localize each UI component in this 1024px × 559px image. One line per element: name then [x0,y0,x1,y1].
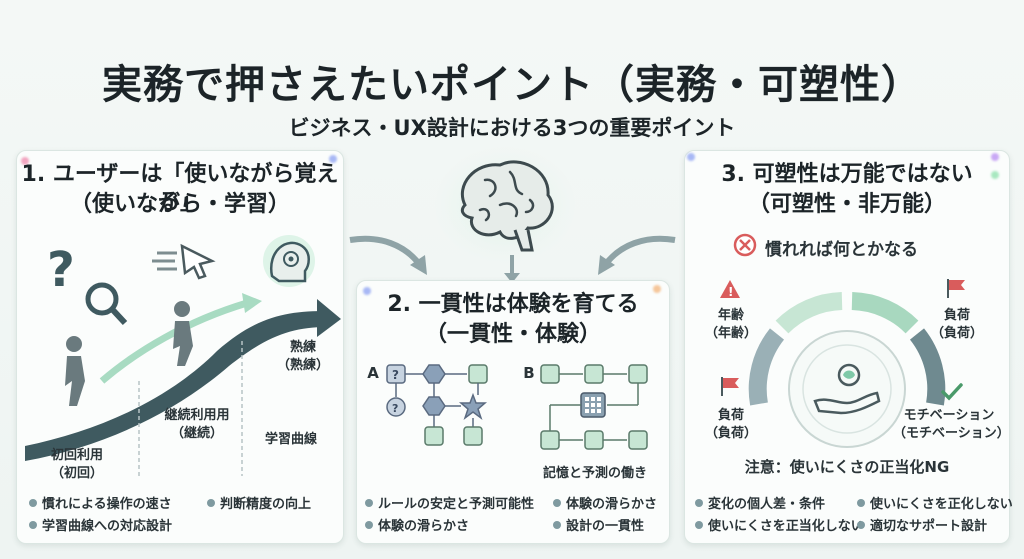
bullet-item: 使いにくさを正当化しない [695,515,864,534]
bullet-item: 判断精度の向上 [207,493,311,512]
warning-text: 慣れれば何とかなる [765,240,918,260]
prohibited-icon [733,233,757,257]
bullet-item: 学習曲線への対応設計 [29,515,172,534]
label-load-right-sub: （負荷） [930,326,983,341]
bullet-dot [695,499,703,507]
flow-arrow-left [349,235,427,275]
panel2-title: 2. 一貫性は体験を育てる [387,292,639,317]
label-age: 年齢 [717,308,744,323]
label-learning-curve: 学習曲線 [264,432,317,447]
bullet-dot [29,499,37,507]
svg-text:!: ! [728,285,733,299]
label-first-use-sub: （初回） [50,466,103,481]
panel-consistency: 2. 一貫性は体験を育てる （一貫性・体験） A B ? ? [356,280,670,544]
brain-icon [435,147,575,263]
label-load-left-sub: （負荷） [704,426,757,441]
panel3-title: 3. 可塑性は万能ではない [721,162,973,187]
panel1-title: 1. ユーザーは「使いながら覚える」 [21,162,339,215]
bullet-item: 設計の一貫性 [553,515,644,534]
flow-arrow-right [598,235,676,275]
label-first-use: 初回利用 [50,448,103,463]
bullet-dot [553,499,561,507]
bullet-item: 適切なサポート設計 [857,515,987,534]
bullet-item: 慣れによる操作の速さ [29,493,172,512]
label-b: B [523,364,535,382]
caption-memory-prediction: 記憶と予測の働き [542,466,647,481]
bullet-dot [365,499,373,507]
check-icon [941,383,963,401]
bullet-item: 使いにくさを正化しない [857,493,1013,512]
bullet-dot [29,521,37,529]
label-continued: 継続利用用 [164,408,230,423]
panel2-subtitle: （一貫性・体験） [424,322,601,347]
svg-text:?: ? [392,402,398,415]
svg-text:?: ? [47,242,75,298]
label-age-sub: （年齢） [704,326,757,341]
plasticity-gauge [748,292,946,448]
bullet-dot [857,521,865,529]
glow-dot [991,171,999,179]
bullet-item: 体験の滑らかさ [365,515,469,534]
label-load-left: 負荷 [717,408,744,423]
label-mastery: 熟練 [289,340,316,355]
warning-triangle-icon: ! [720,280,740,299]
bullet-item: ルールの安定と予測可能性 [365,493,534,512]
bullet-dot [695,521,703,529]
label-load-right: 負荷 [943,308,970,323]
panel1-subtitle: （使いながら・学習） [69,192,290,217]
label-motivation: モチベーション [903,408,995,423]
label-a: A [367,364,379,382]
flow-diagram-b [540,364,648,450]
glow-dot [653,285,661,293]
bullet-dot [553,521,561,529]
caution-note: 注意：使いにくさの正当化NG [744,458,950,476]
page-title: 実務で押さえたいポイント（実務・可塑性） [102,62,922,108]
panel3-subtitle: （可塑性・非万能） [747,192,946,217]
flag-icon [947,279,965,298]
glow-dot [329,155,337,163]
glow-dot [687,153,695,161]
page-subtitle: ビジネス・UX設計における3つの重要ポイント [288,116,736,140]
bullet-dot [857,499,865,507]
panel-learning: 1. ユーザーは「使いながら覚える」 （使いながら・学習） ? 熟練 （熟練） … [16,150,344,544]
label-motivation-sub: （モチベーション） [893,426,1010,441]
label-mastery-sub: （熟練） [276,358,329,373]
glow-dot [991,153,999,161]
glow-dot [21,157,29,165]
panel-plasticity: 3. 可塑性は万能ではない （可塑性・非万能） 慣れれば何とかなる ! 年齢 （… [684,150,1013,544]
learning-curve-illustration: ? [25,235,341,476]
glow-dot [363,287,371,295]
flag-icon [721,377,739,396]
label-continued-sub: （継続） [170,426,223,441]
bullet-dot [207,499,215,507]
bullet-item: 変化の個人差・条件 [695,493,825,512]
flow-arrow-down [504,255,520,283]
bullet-dot [365,521,373,529]
flow-diagram-a: ? ? [386,364,488,446]
bullet-item: 体験の滑らかさ [553,493,657,512]
svg-text:?: ? [392,368,399,382]
